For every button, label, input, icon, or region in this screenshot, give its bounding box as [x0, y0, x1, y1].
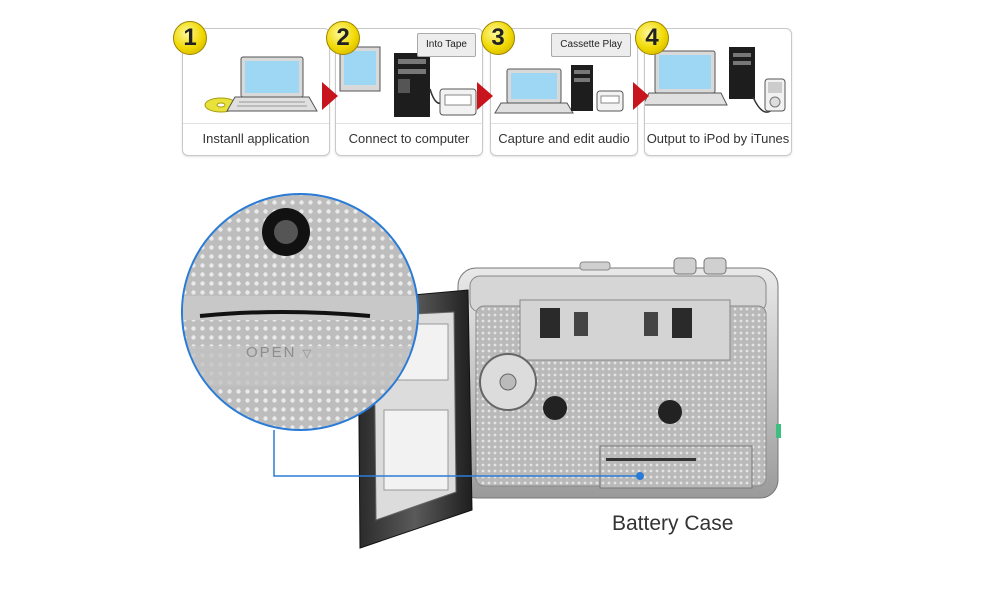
step-4-caption: Output to iPod by iTunes [645, 123, 791, 149]
step-3-caption: Capture and edit audio [491, 123, 637, 149]
step-1-caption: Instanll application [183, 123, 329, 149]
desktop-tower-icon [571, 65, 593, 111]
setup-steps: 1 Instanll application 2 Into Tape [173, 21, 792, 158]
cassette-player-icon [596, 90, 624, 112]
arrow-icon [477, 82, 493, 110]
step-4-card: 4 Output to iPod by iTunes [635, 21, 792, 156]
arrow-icon [633, 82, 649, 110]
battery-case-caption: Battery Case [612, 512, 734, 535]
step-3-card: 3 Cassette Play Capture and edit audio [481, 21, 638, 156]
ipod-icon [752, 78, 786, 113]
step-2-badge: 2 [326, 21, 360, 55]
desktop-tower-icon [729, 47, 755, 99]
step-1-badge: 1 [173, 21, 207, 55]
step-1-card: 1 Instanll application [173, 21, 330, 156]
cassette-player-body [457, 257, 781, 499]
step-2-card: 2 Into Tape Connect to computer [326, 21, 483, 156]
step-3-tag: Cassette Play [551, 33, 631, 57]
open-label: OPEN ▽ [246, 344, 314, 361]
screw-icon [262, 208, 310, 256]
arrow-icon [322, 82, 338, 110]
laptop-icon [226, 56, 318, 112]
step-2-tag: Into Tape [417, 33, 476, 57]
cassette-player-icon [429, 88, 477, 116]
output-illustration [645, 47, 786, 113]
step-2-caption: Connect to computer [336, 123, 482, 149]
desktop-tower-icon [394, 53, 430, 117]
step-3-badge: 3 [481, 21, 515, 55]
triangle-down-icon: ▽ [302, 348, 314, 360]
install-illustration [204, 56, 318, 113]
laptop-icon [645, 50, 728, 106]
step-4-badge: 4 [635, 21, 669, 55]
zoom-callout [181, 193, 644, 480]
laptop-icon [494, 68, 574, 114]
capture-illustration [494, 65, 624, 114]
